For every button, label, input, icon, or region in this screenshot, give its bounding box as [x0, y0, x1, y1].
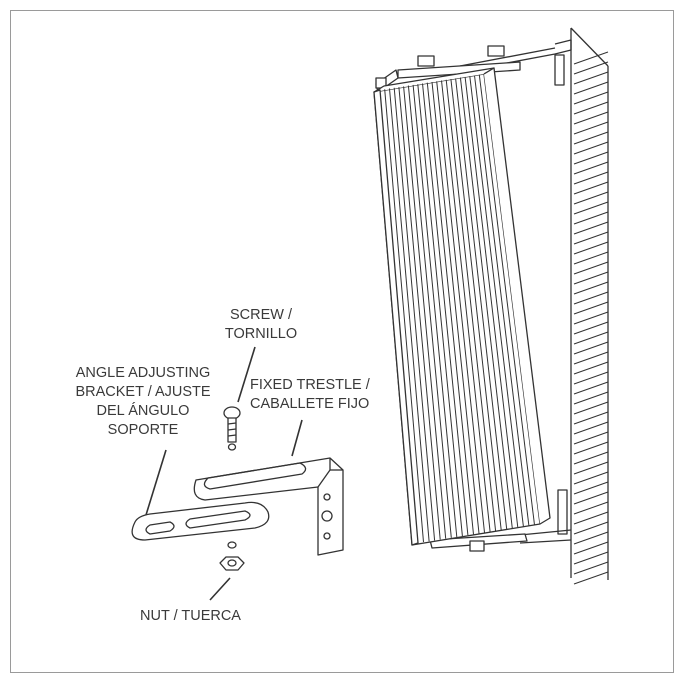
heater-fin-line: [426, 82, 474, 535]
wall-hatch-line: [573, 261, 609, 275]
nut-part: [219, 541, 245, 571]
heater-panel: [373, 67, 551, 546]
wall-hatch-line: [573, 431, 609, 445]
screw-label-line2: TORNILLO: [224, 326, 298, 342]
heater-fin-line: [436, 81, 485, 533]
wall-hatch-line: [573, 341, 609, 355]
wall-hatch-line: [573, 391, 609, 405]
wall: [570, 27, 609, 585]
wall-hatch-line: [573, 411, 609, 425]
wall-hatch-line: [573, 241, 609, 255]
angle-bracket-label-line4: SOPORTE: [107, 422, 179, 438]
wall-hatch-line: [573, 251, 609, 265]
wall-hatch-line: [573, 71, 609, 85]
heater-fin-line: [417, 84, 463, 537]
wall-hatch-line: [573, 441, 609, 455]
wall-hatch-line: [573, 91, 609, 105]
wall-hatch-line: [573, 171, 609, 185]
wall-hatch-line: [573, 351, 609, 365]
fixed-trestle-label-line2: CABALLETE FIJO: [250, 396, 370, 412]
heater-fin-line: [384, 89, 424, 543]
heater-fin-line: [398, 87, 441, 540]
angle-bracket-part: [131, 501, 270, 541]
heater-fin-line: [422, 83, 469, 536]
wall-hatch-line: [573, 81, 609, 95]
screw-label-line1: SCREW /: [229, 307, 293, 323]
angle-bracket-label: ANGLE ADJUSTING BRACKET / AJUSTE DEL ÁNG…: [68, 364, 218, 440]
wall-hatch-line: [573, 461, 609, 475]
heater-fin-line: [407, 85, 452, 538]
wall-hatch-line: [573, 361, 609, 375]
wall-hatch-line: [573, 451, 609, 465]
heater-fin-line: [412, 84, 458, 538]
heater-fin-line: [393, 87, 436, 541]
wall-hatch-line: [573, 471, 609, 485]
wall-hatch-line: [573, 151, 609, 165]
wall-hatch-line: [573, 301, 609, 315]
wall-hatch-line: [573, 191, 609, 205]
diagram-frame: [10, 10, 674, 673]
heater-fin-line: [441, 80, 491, 532]
heater-fin-line: [474, 75, 530, 526]
wall-hatch-line: [573, 481, 609, 495]
wall-hatch-line: [573, 281, 609, 295]
heater-fin-line: [478, 74, 535, 525]
wall-hatch-line: [573, 571, 609, 585]
wall-hatch-line: [573, 181, 609, 195]
heater-fin-line: [389, 88, 430, 542]
wall-hatch-line: [573, 51, 609, 65]
heater-fin-line: [450, 79, 502, 531]
wall-hatch-line: [573, 121, 609, 135]
wall-hatch-line: [573, 271, 609, 285]
screw-label: SCREW / TORNILLO: [218, 306, 304, 344]
angle-bracket-label-line1: ANGLE ADJUSTING: [75, 365, 211, 381]
heater-fin-line: [464, 76, 519, 528]
screw-part: [223, 406, 241, 451]
wall-hatch-line: [573, 101, 609, 115]
wall-hatch-line: [573, 421, 609, 435]
wall-hatch-line: [573, 211, 609, 225]
heater-fin-line: [469, 76, 524, 527]
wall-hatch-line: [573, 111, 609, 125]
wall-hatch-line: [573, 521, 609, 535]
angle-bracket-label-line2: BRACKET / AJUSTE: [75, 384, 211, 400]
wall-hatch-line: [573, 371, 609, 385]
heater-fin-line: [403, 86, 447, 539]
top-wall-bracket: [375, 39, 572, 93]
fixed-trestle-label-line1: FIXED TRESTLE /: [250, 377, 370, 393]
heater-fin-line: [445, 79, 497, 531]
wall-hatch-line: [573, 331, 609, 345]
wall-hatch-line: [573, 531, 609, 545]
wall-hatch-line: [573, 61, 609, 75]
wall-hatch-line: [573, 541, 609, 555]
angle-bracket-label-line3: DEL ÁNGULO: [96, 403, 190, 419]
wall-hatch-line: [573, 201, 609, 215]
heater-fin-line: [455, 78, 508, 530]
fixed-trestle-label: FIXED TRESTLE / CABALLETE FIJO: [250, 376, 370, 414]
wall-hatch-line: [573, 501, 609, 515]
nut-label: NUT / TUERCA: [140, 607, 241, 626]
fixed-trestle-part: [193, 457, 344, 556]
wall-hatch-line: [573, 221, 609, 235]
wall-hatch-line: [573, 381, 609, 395]
heater-fin-line: [459, 77, 513, 529]
wall-hatch-line: [573, 321, 609, 335]
wall-hatch-line: [573, 511, 609, 525]
wall-hatch-line: [573, 561, 609, 575]
wall-hatch-line: [573, 311, 609, 325]
wall-hatch-line: [573, 491, 609, 505]
leader-lines: [145, 346, 303, 601]
wall-hatch-line: [573, 161, 609, 175]
bottom-wall-bracket: [429, 489, 572, 552]
wall-hatch-line: [573, 551, 609, 565]
wall-hatch-line: [573, 231, 609, 245]
nut-label-line1: NUT / TUERCA: [140, 608, 241, 624]
heater-fin-line: [431, 81, 480, 534]
wall-hatch-line: [573, 131, 609, 145]
wall-hatch-line: [573, 141, 609, 155]
wall-hatch-line: [573, 401, 609, 415]
wall-hatch-line: [573, 291, 609, 305]
